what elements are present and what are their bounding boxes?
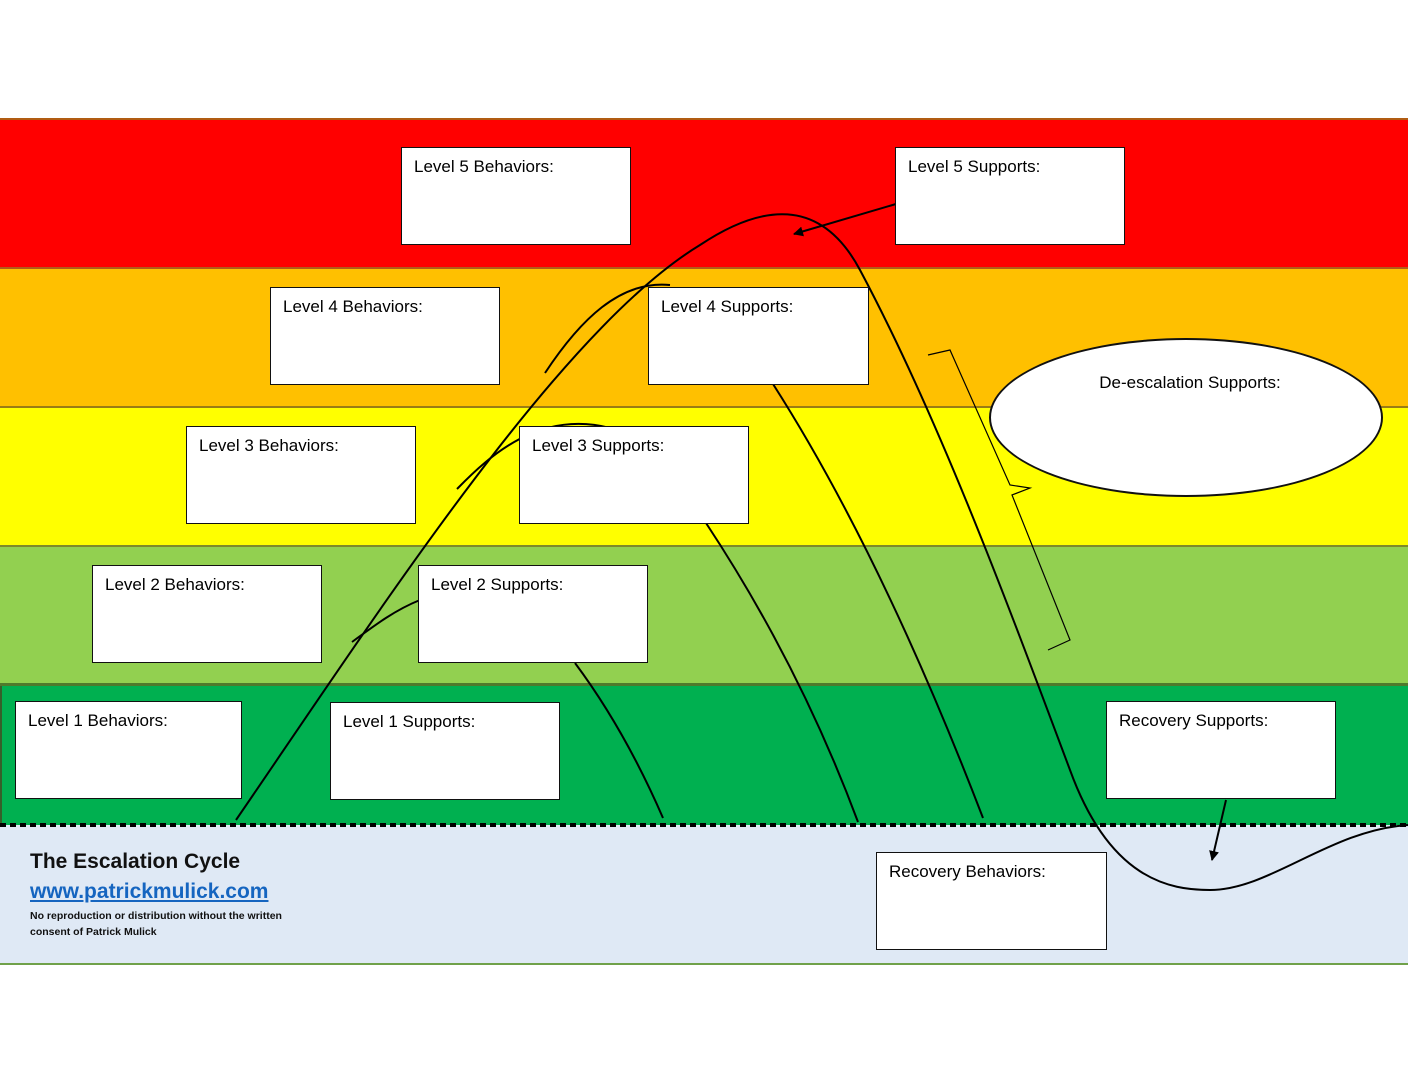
deescalation-supports-label: De-escalation Supports: (1099, 373, 1281, 392)
level-5-supports-box[interactable]: Level 5 Supports: (895, 147, 1125, 245)
level-5-support-arrow (793, 203, 897, 237)
level-4-behaviors-label: Level 4 Behaviors: (283, 297, 423, 316)
recovery-supports-label: Recovery Supports: (1119, 711, 1269, 730)
level-4-supports-label: Level 4 Supports: (661, 297, 794, 316)
level-3-behaviors-box[interactable]: Level 3 Behaviors: (186, 426, 416, 524)
level-2-supports-label: Level 2 Supports: (431, 575, 564, 594)
recovery-supports-box[interactable]: Recovery Supports: (1106, 701, 1336, 799)
level-1-behaviors-label: Level 1 Behaviors: (28, 711, 168, 730)
level-2-support-curve (351, 599, 421, 643)
recovery-support-arrow (1209, 799, 1227, 861)
level-3-supports-box[interactable]: Level 3 Supports: (519, 426, 749, 524)
level-5-behaviors-box[interactable]: Level 5 Behaviors: (401, 147, 631, 245)
copyright-notice: No reproduction or distribution without … (30, 910, 282, 938)
level-1-supports-label: Level 1 Supports: (343, 712, 476, 731)
level-3-supports-label: Level 3 Supports: (532, 436, 665, 455)
level-3-deescalation-curve (705, 522, 859, 823)
level-2-behaviors-box[interactable]: Level 2 Behaviors: (92, 565, 322, 663)
level-5-behaviors-label: Level 5 Behaviors: (414, 157, 554, 176)
level-4-deescalation-curve (772, 383, 984, 819)
recovery-band (0, 825, 1408, 965)
recovery-behaviors-label: Recovery Behaviors: (889, 862, 1046, 881)
deescalation-bracket (927, 349, 1071, 651)
level-4-behaviors-box[interactable]: Level 4 Behaviors: (270, 287, 500, 385)
level-1-behaviors-box[interactable]: Level 1 Behaviors: (15, 701, 242, 799)
level-4-supports-box[interactable]: Level 4 Supports: (648, 287, 869, 385)
level-1-supports-box[interactable]: Level 1 Supports: (330, 702, 560, 800)
level-2-behaviors-label: Level 2 Behaviors: (105, 575, 245, 594)
diagram-title: The Escalation Cycle (30, 850, 241, 873)
level-3-behaviors-label: Level 3 Behaviors: (199, 436, 339, 455)
deescalation-supports-ellipse[interactable]: De-escalation Supports: (989, 338, 1383, 497)
website-link[interactable]: www.patrickmulick.com (30, 880, 269, 903)
recovery-behaviors-box[interactable]: Recovery Behaviors: (876, 852, 1107, 950)
main-escalation-curve (235, 213, 1408, 892)
level-4-support-curve (544, 283, 671, 374)
level-2-deescalation-curve (574, 662, 664, 819)
level-5-band (0, 118, 1408, 269)
level-5-supports-label: Level 5 Supports: (908, 157, 1041, 176)
level-2-supports-box[interactable]: Level 2 Supports: (418, 565, 648, 663)
